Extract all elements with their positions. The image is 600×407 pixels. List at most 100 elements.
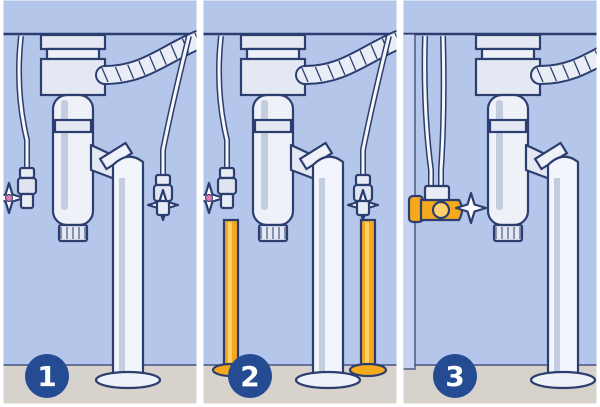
valve-handle [3, 181, 26, 215]
floor-flange [94, 370, 162, 390]
valve-nut [354, 173, 372, 187]
valve-outlet [19, 192, 35, 210]
step-badge: 3 [433, 354, 477, 398]
hose-rib [594, 50, 597, 57]
wall-stop-valve [407, 184, 488, 225]
valve-body [216, 176, 238, 196]
hose-rib [584, 55, 592, 71]
panel-content [403, 0, 597, 404]
hose-rib [536, 67, 544, 83]
cold-supply-line-inner [161, 35, 191, 175]
step-badge: 2 [228, 354, 272, 398]
valve-handle [454, 191, 488, 225]
trap-shade [496, 100, 503, 210]
hose-rib [359, 50, 367, 65]
panel-step-2: 2 [203, 0, 397, 404]
hose-rib [394, 32, 397, 40]
hose-rib [349, 55, 357, 71]
hose-rib [170, 44, 178, 60]
hot-angle-valve [203, 166, 238, 215]
copper-highlight [365, 222, 369, 368]
step-badge-circle [433, 354, 477, 398]
hose-rib [338, 60, 346, 76]
step-number: 2 [240, 360, 259, 393]
valve-handle-icon [203, 181, 226, 215]
valve-body [16, 176, 38, 196]
cabinet-top [203, 0, 397, 34]
trap-shade [61, 100, 68, 210]
trap-body [486, 93, 530, 227]
cold-angle-valve [146, 173, 180, 222]
panel-step-1: 1 [3, 0, 197, 404]
cold-supply-line-inner [439, 35, 446, 188]
drain-pipe-shade [319, 178, 325, 373]
drain-pipe-shade [554, 178, 560, 373]
valve-nut [423, 184, 451, 202]
step-badge-circle [228, 354, 272, 398]
cabinet-top [403, 0, 597, 34]
hot-marker-icon [5, 194, 13, 202]
hose-rib [159, 50, 167, 65]
panel-content [203, 0, 397, 404]
hose-rib [194, 32, 197, 40]
trap-inlet [474, 57, 542, 97]
panel-frame [2, 0, 198, 405]
valve-nut [218, 166, 236, 180]
hose-rib [327, 64, 335, 79]
corrugated-hose [530, 46, 597, 85]
trap-ring [253, 118, 293, 134]
drain-trap [474, 33, 597, 390]
hot-marker-icon [205, 194, 213, 202]
trap-ring [53, 118, 93, 134]
tailpiece-collar [245, 47, 301, 61]
hose-rib [149, 55, 157, 71]
panel-step-3: 3 [403, 0, 597, 404]
step-number: 1 [37, 360, 56, 393]
cold-copper-pipe [348, 218, 388, 378]
drain-pipe [311, 155, 345, 377]
copper-highlight [228, 222, 232, 368]
hose-rib [370, 44, 378, 60]
valve-outlet [155, 199, 171, 217]
hot-angle-valve [3, 166, 38, 215]
hose-rib [549, 66, 558, 82]
valve-nut [154, 173, 172, 187]
trap-body [251, 93, 295, 227]
step-number: 3 [445, 360, 464, 393]
hose-rib [101, 67, 109, 83]
drain-pipe [546, 155, 580, 377]
drain-trap [239, 30, 397, 390]
step-badge: 1 [25, 354, 69, 398]
valve-outlet [219, 192, 235, 210]
drain-pipe-shade [119, 178, 125, 373]
hose-rib [314, 66, 323, 82]
tailpiece-collar [45, 47, 101, 61]
trap-body [51, 93, 95, 227]
valve-handle-icon [454, 191, 488, 225]
cabinet-top [3, 0, 197, 34]
drain-pipe [111, 155, 145, 377]
valve-outlet [355, 199, 371, 217]
panel-frame [402, 0, 598, 405]
hot-supply-line-inner [217, 35, 229, 168]
valve-handle [203, 181, 226, 215]
hose-rib [127, 64, 135, 79]
valve-nut [18, 166, 36, 180]
step-badge-circle [25, 354, 69, 398]
trap-ring [488, 118, 528, 134]
hose-rib [138, 60, 146, 76]
panel-content [3, 0, 197, 404]
hose-rib [573, 60, 581, 76]
hose-rib [562, 64, 570, 79]
hose-rib [301, 67, 309, 83]
valve-bonnet [431, 200, 451, 220]
sink-nut [239, 33, 307, 51]
drain-trap [39, 30, 197, 390]
hose-rib [114, 66, 123, 82]
floor-flange [294, 370, 362, 390]
hot-supply-line-inner [423, 35, 433, 188]
floor-escutcheon [348, 362, 388, 378]
trap-inlet [39, 57, 107, 97]
